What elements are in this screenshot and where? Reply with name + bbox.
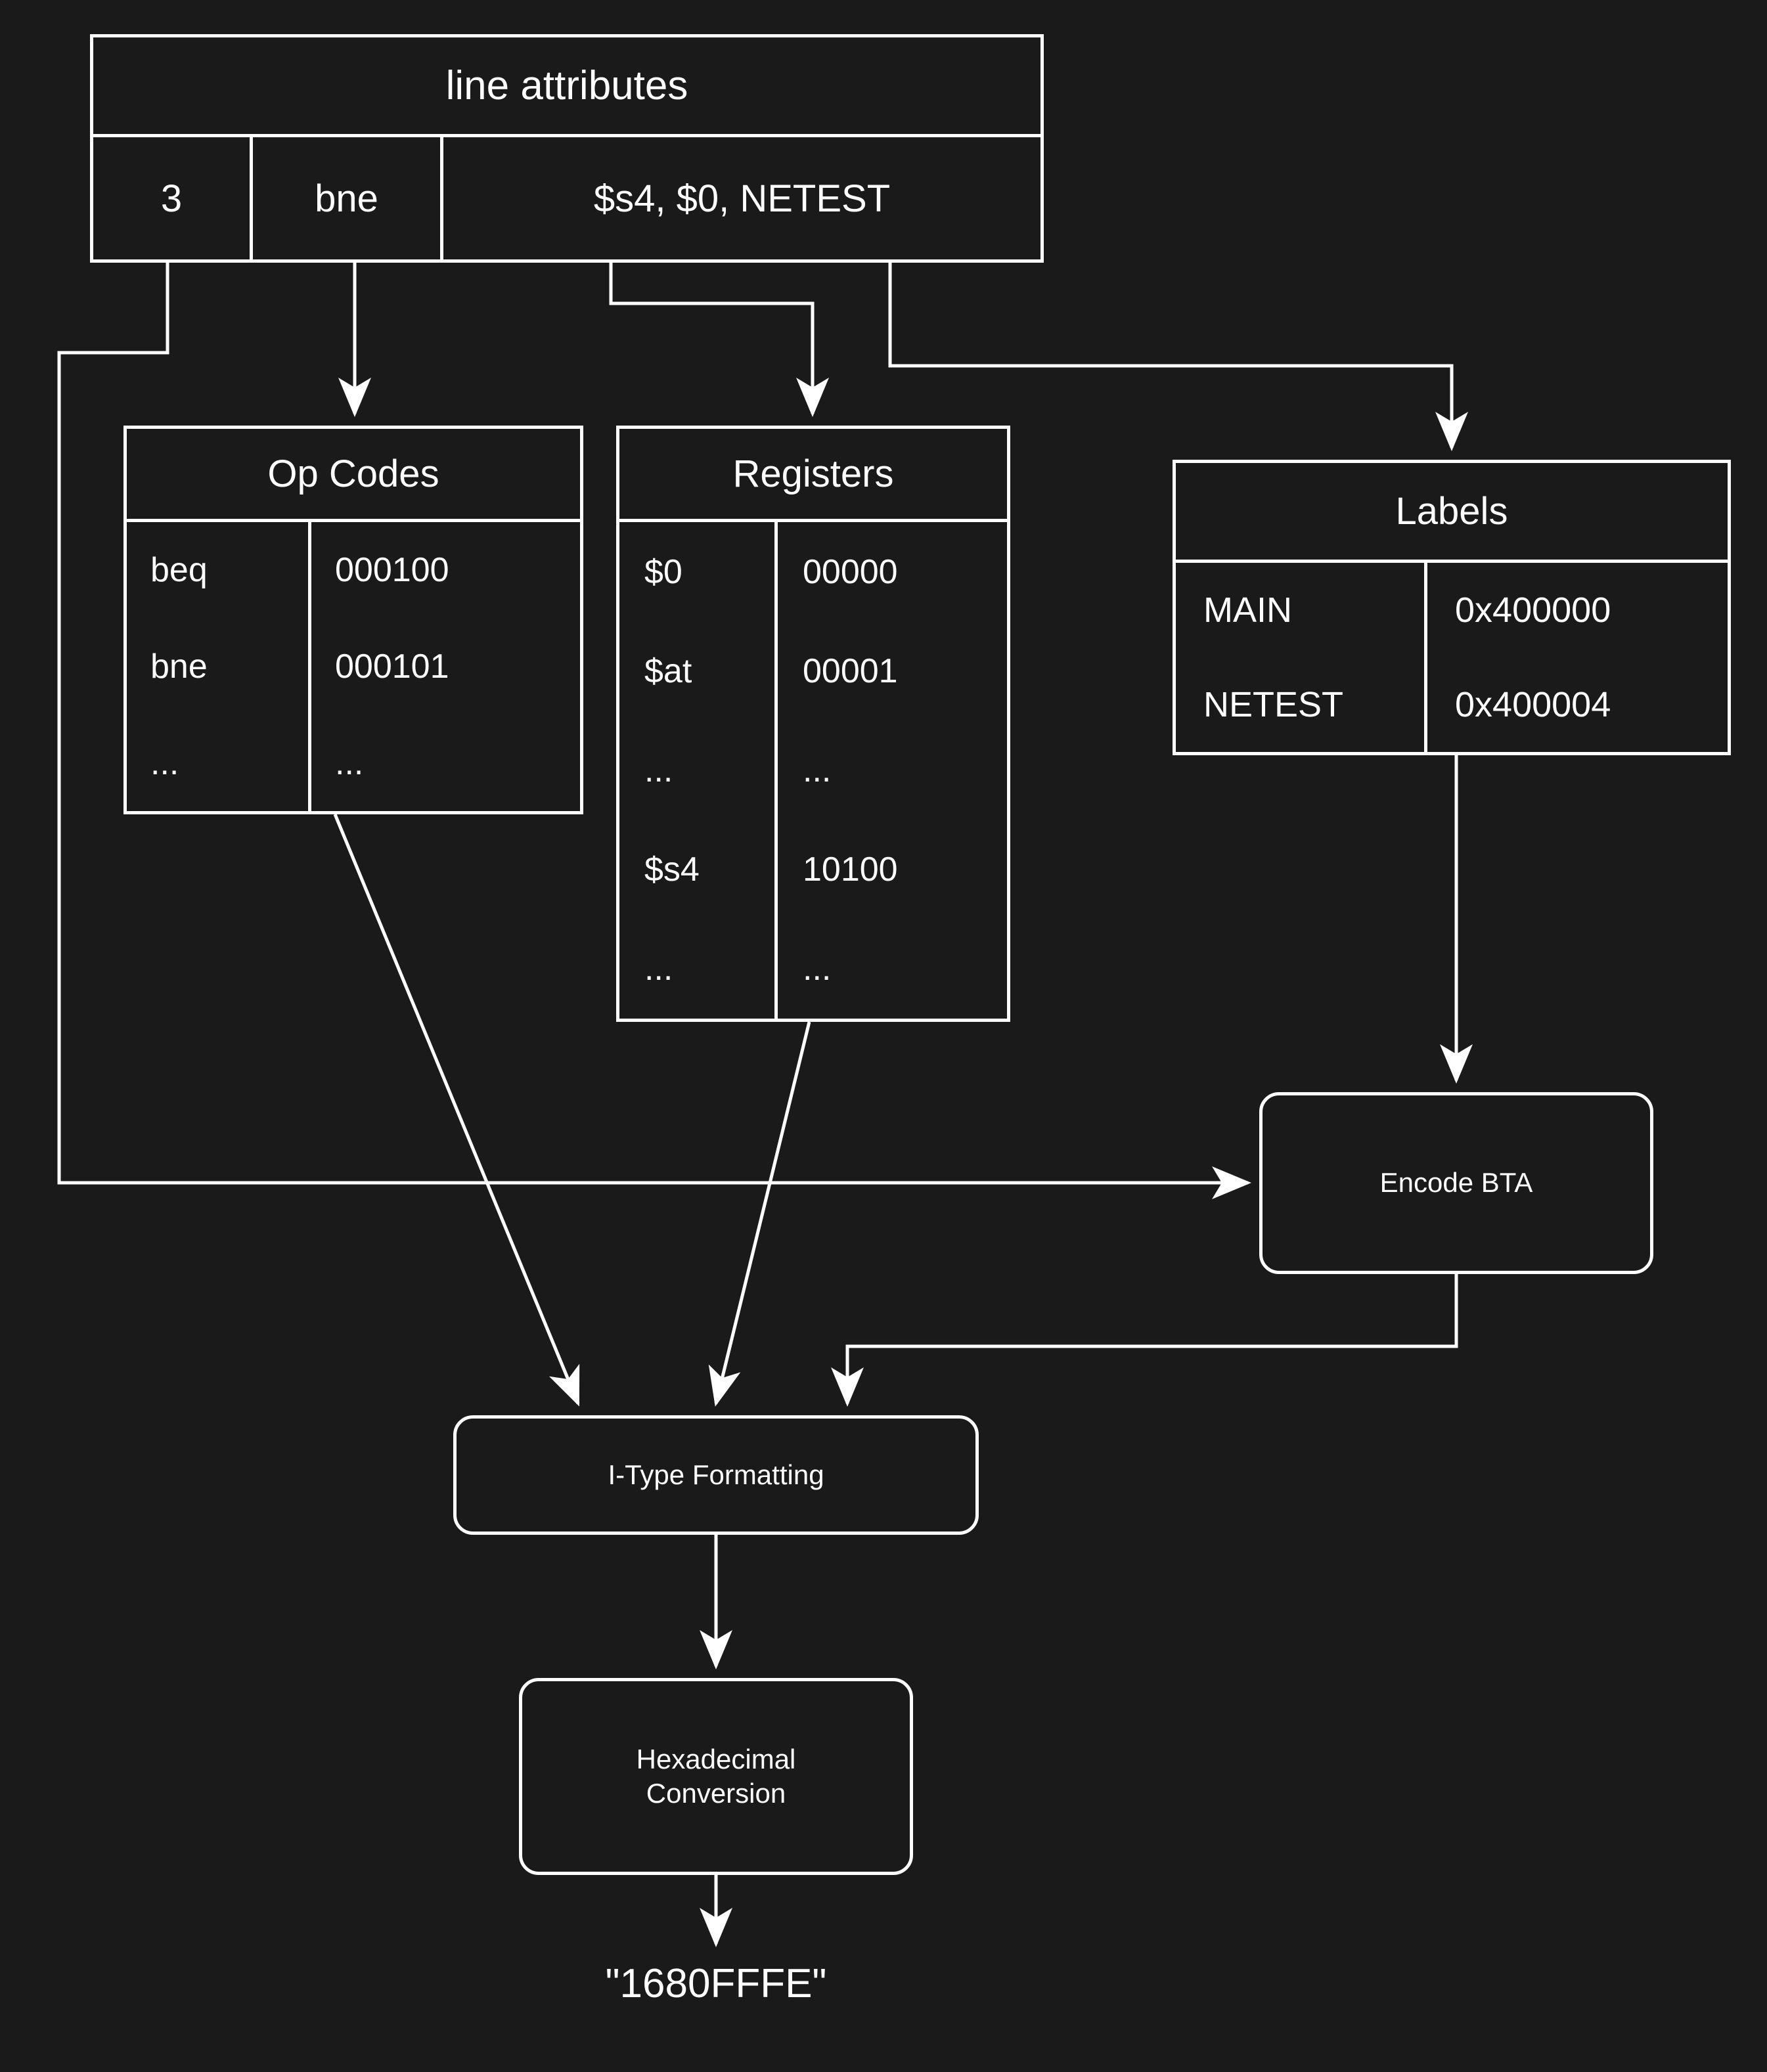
- hexadecimal-conversion-label-line-2: Conversion: [646, 1778, 786, 1809]
- table-row: 0x400004: [1455, 685, 1611, 724]
- table-row: ...: [150, 743, 179, 782]
- table-row: NETEST: [1203, 685, 1344, 724]
- registers-title: Registers: [619, 429, 1007, 522]
- table-row: $at: [644, 651, 692, 690]
- encode-bta-label: Encode BTA: [1379, 1167, 1533, 1199]
- table-row: 00001: [803, 651, 898, 690]
- edge-operands-to-registers: [609, 263, 829, 417]
- labels-column-label: MAIN NETEST: [1176, 563, 1424, 752]
- edge-opcodes-to-itype: [333, 814, 580, 1407]
- edge-registers-to-itype: [708, 1021, 811, 1407]
- hexadecimal-conversion-node: Hexadecimal Conversion: [519, 1678, 913, 1875]
- table-row: ...: [335, 743, 364, 782]
- labels-table: Labels MAIN NETEST 0x400000 0x400004: [1173, 460, 1731, 755]
- op-codes-column-binary: 000100 000101 ...: [308, 522, 580, 811]
- op-codes-table: Op Codes beq bne ... 000100 000101 ...: [123, 426, 583, 814]
- line-attributes-column-mnemonic: bne: [250, 137, 440, 259]
- table-row: ...: [644, 751, 673, 789]
- line-attributes-body: 3 bne $s4, $0, NETEST: [93, 137, 1040, 259]
- edge-encode-bta-to-itype: [831, 1274, 1458, 1407]
- table-row: 0x400000: [1455, 590, 1611, 630]
- line-attributes-cell-mnemonic: bne: [315, 177, 378, 220]
- table-row: ...: [803, 751, 832, 789]
- registers-column-name: $0 $at ... $s4 ...: [619, 522, 774, 1019]
- table-row: ...: [803, 950, 832, 988]
- table-row: 000100: [335, 551, 449, 590]
- labels-column-address: 0x400000 0x400004: [1424, 563, 1728, 752]
- table-row: beq: [150, 551, 208, 590]
- labels-body: MAIN NETEST 0x400000 0x400004: [1176, 563, 1728, 752]
- table-row: 10100: [803, 850, 898, 889]
- i-type-formatting-label: I-Type Formatting: [608, 1459, 824, 1490]
- table-row: bne: [150, 648, 208, 686]
- table-row: ...: [644, 950, 673, 988]
- edge-operands-to-labels: [888, 263, 1468, 451]
- encode-bta-node: Encode BTA: [1259, 1092, 1653, 1274]
- table-row: $0: [644, 552, 682, 591]
- registers-table: Registers $0 $at ... $s4 ... 00000 00001…: [616, 426, 1010, 1022]
- table-row: 00000: [803, 552, 898, 591]
- table-row: 000101: [335, 648, 449, 686]
- op-codes-body: beq bne ... 000100 000101 ...: [127, 522, 580, 811]
- line-attributes-cell-operands: $s4, $0, NETEST: [593, 177, 891, 220]
- edge-linenum-to-encode-bta: [57, 263, 1251, 1199]
- line-attributes-column-line-number: 3: [93, 137, 250, 259]
- output-value: "1680FFFE": [605, 1961, 827, 2006]
- table-row: MAIN: [1203, 590, 1292, 630]
- hexadecimal-conversion-label-line-1: Hexadecimal: [636, 1743, 796, 1774]
- line-attributes-cell-line-number: 3: [160, 177, 183, 220]
- table-row: $s4: [644, 850, 700, 889]
- line-attributes-table: line attributes 3 bne $s4, $0, NETEST: [90, 34, 1044, 263]
- registers-column-binary: 00000 00001 ... 10100 ...: [774, 522, 1007, 1019]
- line-attributes-title: line attributes: [93, 37, 1040, 137]
- op-codes-column-mnemonic: beq bne ...: [127, 522, 308, 811]
- i-type-formatting-node: I-Type Formatting: [453, 1415, 979, 1535]
- op-codes-title: Op Codes: [127, 429, 580, 522]
- hexadecimal-conversion-label: Hexadecimal Conversion: [637, 1742, 796, 1811]
- labels-title: Labels: [1176, 463, 1728, 563]
- line-attributes-column-operands: $s4, $0, NETEST: [440, 137, 1040, 259]
- registers-body: $0 $at ... $s4 ... 00000 00001 ... 10100…: [619, 522, 1007, 1019]
